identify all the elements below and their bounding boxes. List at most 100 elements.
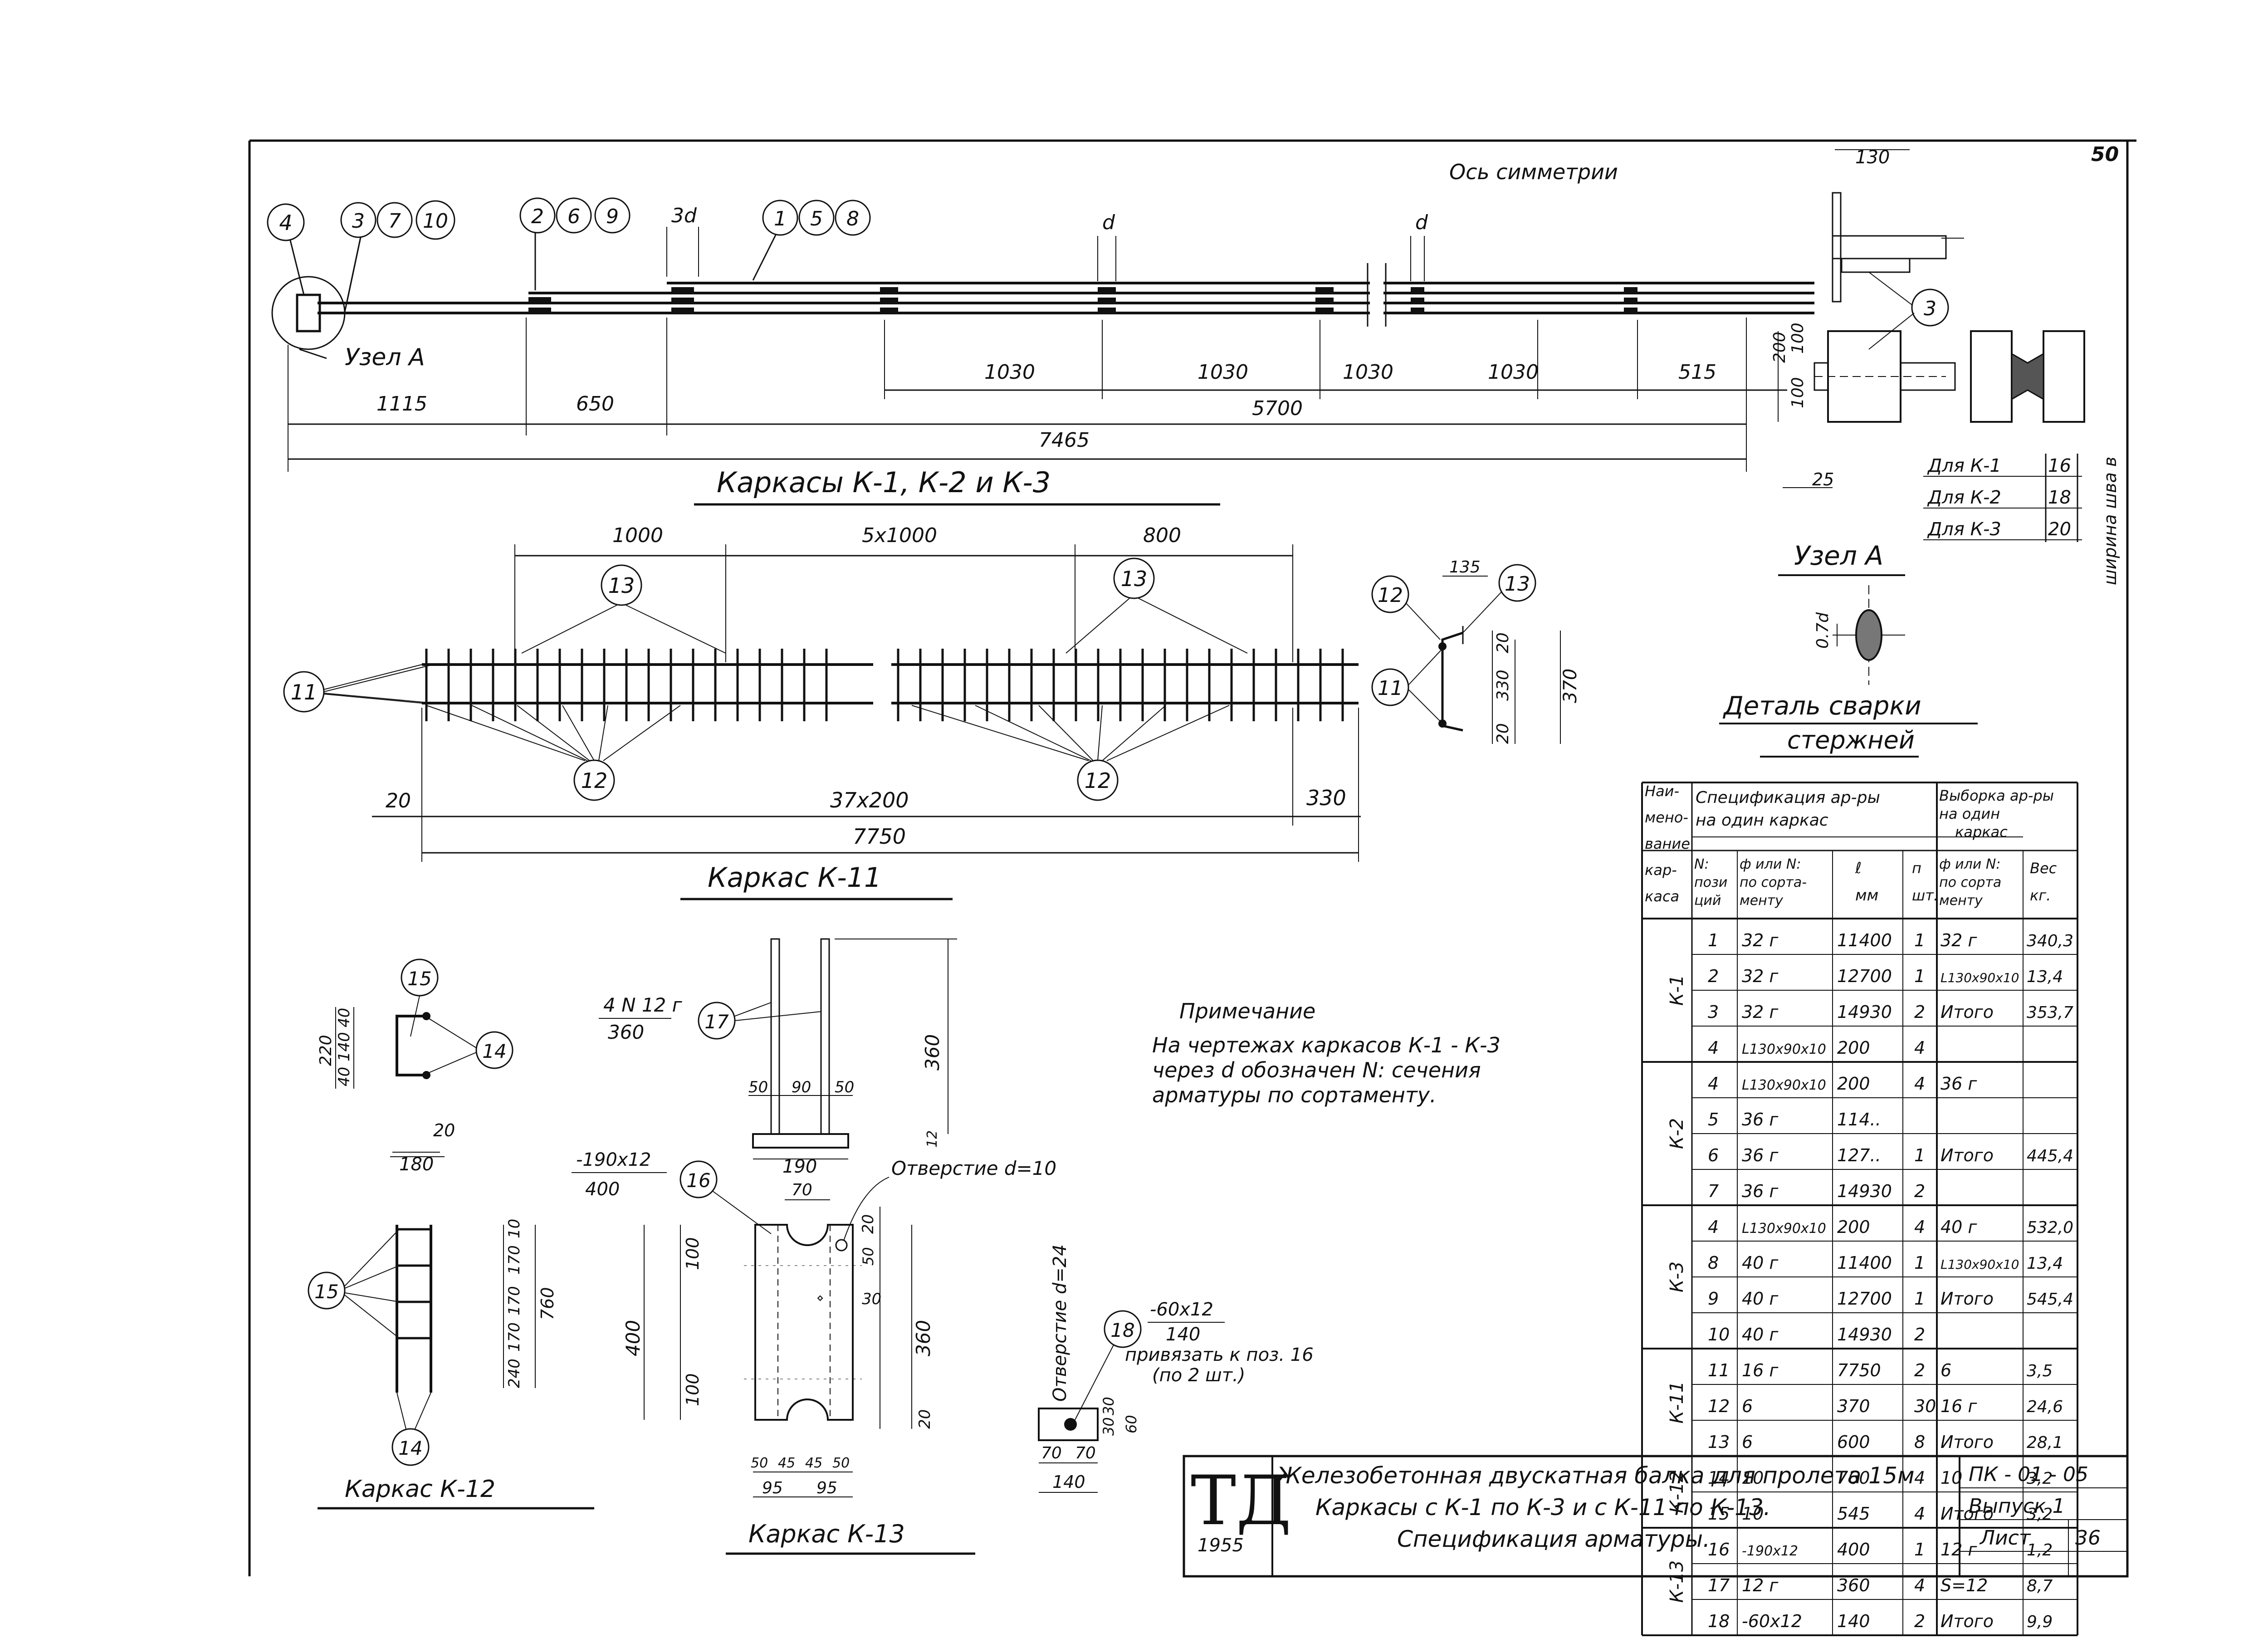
cell-frame-name: К-2 bbox=[1667, 1118, 1687, 1149]
svg-text:1000: 1000 bbox=[612, 524, 663, 547]
svg-text:45: 45 bbox=[778, 1455, 795, 1471]
svg-text:9: 9 bbox=[606, 205, 619, 228]
cell-pos: 1 bbox=[1708, 930, 1719, 950]
cell-length: 545 bbox=[1837, 1504, 1870, 1524]
header-phi: ф или N: bbox=[1740, 856, 1801, 872]
cell-length: 114.. bbox=[1837, 1110, 1881, 1129]
cell-length: 7750 bbox=[1837, 1360, 1881, 1380]
cell-length: 360 bbox=[1837, 1575, 1870, 1595]
cell-pos: 3 bbox=[1708, 1002, 1719, 1022]
cell-pos: 18 bbox=[1708, 1611, 1730, 1631]
svg-text:2: 2 bbox=[531, 205, 544, 228]
svg-text:стержней: стержней bbox=[1787, 726, 1915, 754]
cell-weight: 353,7 bbox=[2027, 1003, 2073, 1022]
cell-phi: -190x12 bbox=[1742, 1543, 1798, 1559]
svg-text:100: 100 bbox=[1789, 377, 1807, 408]
svg-text:18: 18 bbox=[2048, 487, 2071, 508]
svg-text:70: 70 bbox=[1075, 1444, 1096, 1462]
svg-text:13: 13 bbox=[608, 573, 635, 598]
svg-text:20: 20 bbox=[433, 1120, 455, 1140]
cell-count: 2 bbox=[1914, 1325, 1925, 1345]
frame-k13: 4 N 12 г 360 17 360 50 90 50 12 190 -190… bbox=[572, 938, 1314, 1555]
header-count: п bbox=[1912, 860, 1921, 877]
cell-phi: 40 г bbox=[1742, 1325, 1779, 1345]
svg-text:200: 200 bbox=[1770, 332, 1789, 363]
svg-text:50: 50 bbox=[835, 1078, 854, 1096]
svg-text:50: 50 bbox=[832, 1455, 850, 1471]
svg-text:1115: 1115 bbox=[376, 392, 427, 416]
header-sel-phi: менту bbox=[1939, 893, 1983, 909]
svg-text:37x200: 37x200 bbox=[830, 788, 909, 812]
header-frame-name: Наи- bbox=[1645, 782, 1679, 800]
svg-text:30: 30 bbox=[862, 1290, 881, 1308]
cell-selection: Итого bbox=[1941, 1002, 1994, 1022]
cell-phi: 40 г bbox=[1742, 1253, 1779, 1273]
svg-text:3d: 3d bbox=[671, 204, 697, 227]
cell-weight: 445,4 bbox=[2027, 1147, 2073, 1165]
svg-text:Для К-2: Для К-2 bbox=[1927, 487, 2001, 508]
svg-text:привязать к поз. 16: привязать к поз. 16 bbox=[1125, 1345, 1314, 1365]
svg-text:Выпуск 1: Выпуск 1 bbox=[1969, 1495, 2065, 1518]
svg-text:100: 100 bbox=[683, 1237, 703, 1270]
svg-text:6: 6 bbox=[567, 205, 580, 228]
frame-k11: 13 13 11 12 12 1000 5x1000 bbox=[283, 524, 1581, 900]
cell-phi: 32 г bbox=[1742, 1002, 1779, 1022]
cell-phi: L130x90x10 bbox=[1742, 1041, 1826, 1057]
svg-text:0.7d: 0.7d bbox=[1813, 612, 1832, 649]
page-number: 50 bbox=[2091, 143, 2119, 166]
svg-text:70: 70 bbox=[1041, 1444, 1062, 1462]
svg-text:17: 17 bbox=[704, 1011, 729, 1033]
svg-text:140: 140 bbox=[1052, 1472, 1085, 1492]
svg-text:10: 10 bbox=[423, 210, 448, 233]
svg-text:170: 170 bbox=[505, 1245, 523, 1275]
cell-weight: 3,5 bbox=[2027, 1362, 2053, 1380]
cell-selection: Итого bbox=[1941, 1432, 1994, 1452]
svg-text:ширина шва в: ширина шва в bbox=[2100, 457, 2120, 585]
svg-text:3: 3 bbox=[1924, 297, 1936, 320]
svg-text:через d обозначен N: сечения: через d обозначен N: сечения bbox=[1152, 1058, 1481, 1082]
cell-frame-name: К-3 bbox=[1667, 1262, 1687, 1292]
svg-text:60: 60 bbox=[1123, 1415, 1140, 1433]
frames-k1-k3-title: Каркасы К-1, К-2 и К-3 bbox=[717, 466, 1051, 499]
cell-weight: 24,6 bbox=[2027, 1398, 2063, 1416]
svg-text:400: 400 bbox=[585, 1179, 620, 1200]
cell-selection: 40 г bbox=[1941, 1217, 1977, 1237]
header-length: ℓ bbox=[1855, 859, 1862, 877]
logo: ТД bbox=[1191, 1462, 1291, 1540]
svg-text:1030: 1030 bbox=[984, 361, 1035, 384]
cell-count: 4 bbox=[1914, 1038, 1925, 1058]
cell-weight: 9,9 bbox=[2027, 1613, 2053, 1631]
svg-text:15: 15 bbox=[407, 968, 431, 990]
svg-text:Примечание: Примечание bbox=[1179, 999, 1315, 1023]
cell-pos: 2 bbox=[1708, 966, 1719, 986]
svg-text:40: 40 bbox=[335, 1067, 353, 1086]
title-block: ТД 1955 Железобетонная двускатная балка … bbox=[1183, 1455, 2129, 1578]
svg-text:330: 330 bbox=[1306, 786, 1346, 810]
cell-count: 30 bbox=[1914, 1396, 1936, 1416]
svg-text:арматуры по сортаменту.: арматуры по сортаменту. bbox=[1152, 1083, 1437, 1107]
cell-count: 1 bbox=[1914, 1289, 1925, 1309]
header-phi: по сорта- bbox=[1740, 875, 1807, 890]
svg-text:20: 20 bbox=[1494, 723, 1512, 744]
cell-weight: 13,4 bbox=[2027, 968, 2063, 986]
svg-text:180: 180 bbox=[399, 1154, 434, 1175]
header-spec: на один каркас bbox=[1696, 811, 1828, 830]
cell-weight: 28,1 bbox=[2027, 1433, 2063, 1452]
cell-pos: 9 bbox=[1708, 1289, 1719, 1309]
svg-text:190: 190 bbox=[782, 1156, 817, 1177]
header-frame-name: вание bbox=[1645, 835, 1690, 852]
cell-selection: Итого bbox=[1941, 1145, 1994, 1165]
cell-pos: 4 bbox=[1708, 1217, 1719, 1237]
svg-text:220: 220 bbox=[317, 1035, 335, 1066]
svg-text:1030: 1030 bbox=[1488, 361, 1539, 384]
cell-count: 1 bbox=[1914, 966, 1925, 986]
header-weight: кг. bbox=[2030, 887, 2051, 904]
svg-text:14: 14 bbox=[482, 1040, 506, 1062]
cell-count: 2 bbox=[1914, 1360, 1925, 1380]
cell-phi: 36 г bbox=[1742, 1145, 1779, 1165]
cell-count: 2 bbox=[1914, 1002, 1925, 1022]
svg-text:7465: 7465 bbox=[1039, 429, 1090, 452]
svg-text:d: d bbox=[1415, 211, 1428, 234]
cell-count: 2 bbox=[1914, 1181, 1925, 1201]
node-a-detail: 130 3 200 100 100 25 Для К-1 16 bbox=[1770, 147, 2120, 585]
